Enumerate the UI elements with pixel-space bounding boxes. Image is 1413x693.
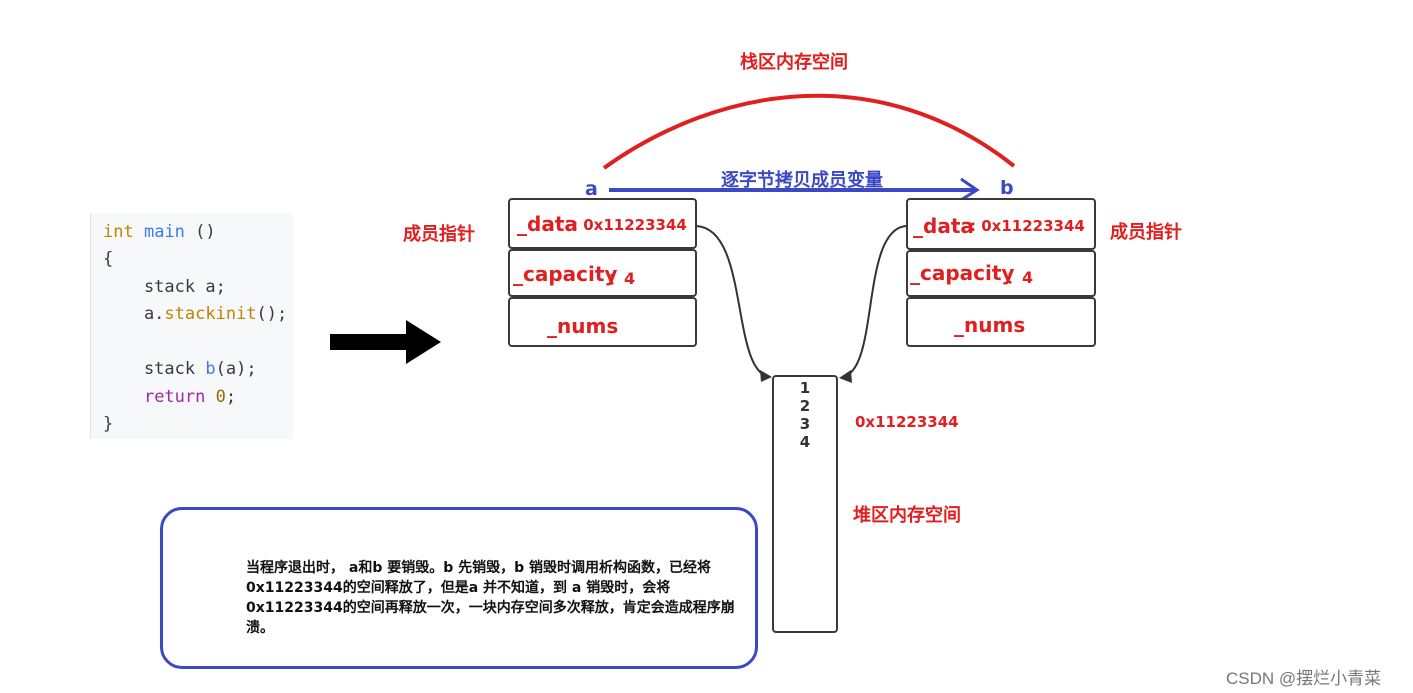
object-b-label: b <box>1000 177 1014 199</box>
object-a-nums-name: _nums <box>547 314 619 338</box>
heap-block: 1 2 3 4 <box>772 375 838 633</box>
object-a-data-name: _data <box>517 212 578 236</box>
code-keyword-int: int <box>103 222 134 242</box>
code-line-7: return 0; <box>103 387 236 407</box>
code-block: int main () { stack a; a.stackinit(); st… <box>90 213 293 439</box>
object-a-capacity-box: _capacity ：4 <box>508 249 697 297</box>
object-b-capacity-value: ：4 <box>1006 268 1034 287</box>
watermark: CSDN @摆烂小青菜 <box>1226 669 1382 688</box>
pointer-b-arrowhead <box>839 370 852 383</box>
code-fn-b: b <box>205 359 216 379</box>
member-pointer-label-right: 成员指针 <box>1110 222 1182 243</box>
code-line-1: int main () <box>103 222 216 242</box>
object-b-data-value: : 0x11223344 <box>970 217 1085 235</box>
object-b-nums-name: _nums <box>954 313 1026 337</box>
pointer-a-curve <box>695 225 771 378</box>
code-parens: () <box>184 222 216 242</box>
heap-address-label: 0x11223344 <box>855 413 959 431</box>
explanation-text: 当程序退出时， a和b 要销毁。b 先销毁，b 销毁时调用析构函数，已经将0x1… <box>246 560 735 636</box>
object-a-data-box: _data : 0x11223344 <box>508 198 697 249</box>
object-b-data-name: _data <box>913 214 974 238</box>
member-pointer-label-left: 成员指针 <box>403 224 475 245</box>
code-fn-main: main <box>143 222 185 242</box>
right-arrow-icon <box>330 320 441 364</box>
copy-members-label: 逐字节拷贝成员变量 <box>721 170 883 191</box>
object-b-capacity-name: _capacity <box>910 261 1015 285</box>
object-a-label: a <box>585 178 598 200</box>
object-a-capacity-name: _capacity <box>513 262 618 286</box>
code-line-4: a.stackinit(); <box>103 304 287 324</box>
pointer-a-arrowhead <box>760 370 772 382</box>
object-a-capacity-value: ：4 <box>608 269 636 288</box>
code-fn-stackinit: stackinit <box>164 304 257 324</box>
heap-value-4: 4 <box>799 433 811 451</box>
object-b-nums-box: _nums <box>906 297 1096 347</box>
object-b-data-box: _data : 0x11223344 <box>906 198 1096 250</box>
code-line-6: stack b(a); <box>103 359 257 379</box>
object-a-nums-box: _nums <box>508 297 697 347</box>
code-text: ; <box>225 387 237 407</box>
code-text: a. <box>103 304 165 324</box>
code-keyword-return: return <box>143 387 206 407</box>
code-line-8: } <box>103 414 114 434</box>
object-b-capacity-box: _capacity ：4 <box>906 250 1096 297</box>
code-text: (); <box>256 304 288 324</box>
code-line-2: { <box>103 249 114 269</box>
code-number: 0 <box>215 387 226 407</box>
pointer-b-curve <box>841 225 907 378</box>
heap-value-1: 1 <box>799 379 811 397</box>
object-a-data-value: : 0x11223344 <box>572 216 687 234</box>
heap-value-2: 2 <box>799 397 811 415</box>
explanation-note: 当程序退出时， a和b 要销毁。b 先销毁，b 销毁时调用析构函数，已经将0x1… <box>160 507 758 669</box>
code-text: stack <box>103 359 206 379</box>
heap-memory-label: 堆区内存空间 <box>853 505 961 526</box>
stack-memory-label: 栈区内存空间 <box>740 52 848 73</box>
code-line-3: stack a; <box>103 277 226 297</box>
copy-arrow <box>609 177 980 202</box>
stack-arc <box>602 93 1016 170</box>
heap-value-3: 3 <box>799 415 811 433</box>
code-text: (a); <box>215 359 257 379</box>
heap-values: 1 2 3 4 <box>774 379 836 451</box>
